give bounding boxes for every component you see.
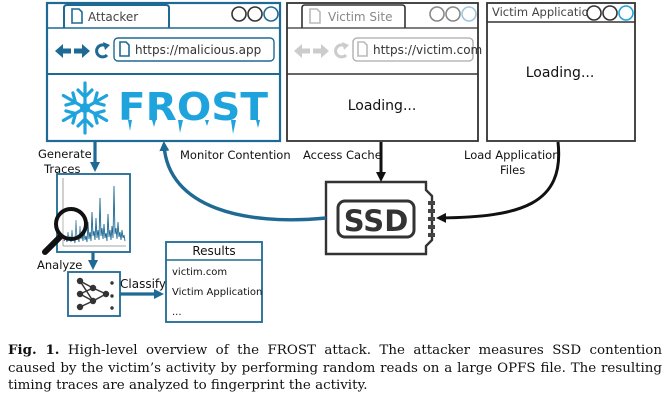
classifier-network-icon [67,271,121,317]
forward-arrow-icon[interactable] [313,44,329,58]
monitor-contention-arrow [159,141,327,222]
back-arrow-icon[interactable] [55,44,71,58]
back-arrow-icon[interactable] [294,44,310,58]
ssd-drive: SSD [324,180,435,256]
results-panel: Results victim.com Victim Application ..… [165,241,263,323]
attacker-url: https://malicious.app [135,43,261,57]
generate-traces-label-line1: Generate [38,147,92,161]
victim-site-tab-label[interactable]: Victim Site [328,10,392,24]
victim-site-url: https://victim.com [373,43,482,57]
window-control-icon[interactable] [445,6,461,22]
magnifier-icon [42,207,88,255]
page-icon [119,41,130,57]
window-control-icon[interactable] [247,6,263,22]
reload-icon[interactable] [95,42,110,59]
reload-icon[interactable] [334,42,349,59]
victim-application-window: Victim Application Loading... [486,2,636,142]
classify-label: Classify [120,277,166,291]
window-control-icon[interactable] [429,6,445,22]
page-icon [309,8,321,24]
window-control-icon[interactable] [586,5,602,21]
ssd-label: SSD [344,204,409,238]
generate-traces-label-line2: Traces [43,162,81,176]
results-title: Results [192,244,235,258]
window-control-icon[interactable] [602,5,618,21]
access-cache-label: Access Cache [303,148,382,162]
load-application-label-line1: Load Application [464,148,560,162]
window-control-icon[interactable] [231,6,247,22]
window-control-icon[interactable] [461,6,477,22]
window-control-icon[interactable] [263,6,279,22]
timing-trace-line [63,185,126,244]
victim-application-loading: Loading... [526,65,595,81]
icicle-drips-icon [128,120,260,134]
result-item: Victim Application [172,287,262,298]
result-item: ... [172,307,182,318]
window-control-icon[interactable] [618,5,634,21]
monitor-contention-label: Monitor Contention [180,148,291,162]
figure-label: Fig. 1. [8,342,60,358]
attacker-address-bar[interactable] [113,37,275,62]
figure-caption: Fig. 1. High-level overview of the FROST… [8,342,662,395]
frost-overview-figure: Attacker https://malicious.app [37,1,636,323]
analyze-label: Analyze [37,258,82,272]
result-item: victim.com [172,267,227,278]
page-icon [71,8,83,24]
forward-arrow-icon[interactable] [74,44,90,58]
victim-address-bar[interactable] [352,37,474,62]
victim-application-title: Victim Application [492,5,596,19]
attacker-browser-window: Attacker https://malicious.app [45,1,282,143]
victim-site-window: Victim Site https://victim.com Loading..… [286,2,482,142]
victim-site-loading: Loading... [348,98,417,114]
frost-logo: FROST [118,85,268,129]
page-icon [357,41,368,57]
load-application-label-line2: Files [500,163,525,177]
attacker-tab-label[interactable]: Attacker [88,10,138,24]
snowflake-icon [61,81,109,135]
load-application-arrow [436,141,561,223]
caption-text: High-level overview of the FROST attack.… [8,343,662,393]
